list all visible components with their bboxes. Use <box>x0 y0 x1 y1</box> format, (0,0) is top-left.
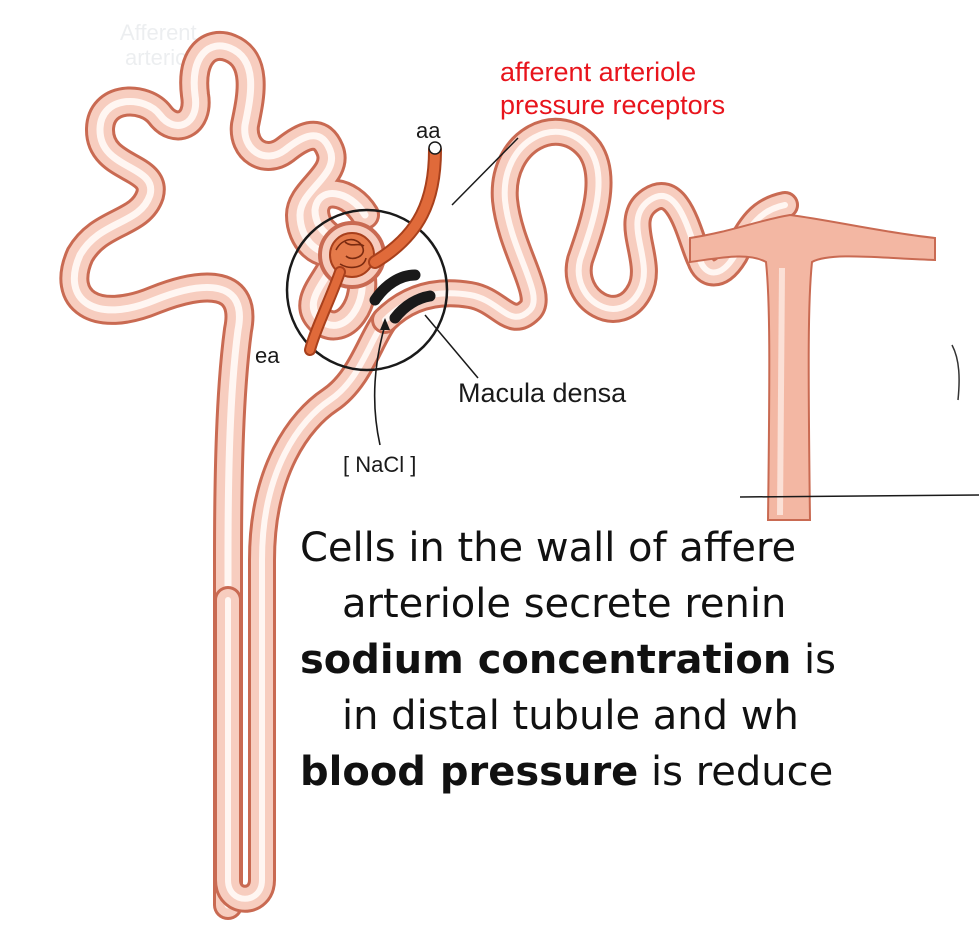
caption-text: Cells in the wall of affere arteriole se… <box>300 520 979 800</box>
label-afferent-arteriole-pressure-receptors: afferent arteriole pressure receptors <box>500 56 725 122</box>
caption-line-5: blood pressure is reduce <box>300 744 979 800</box>
caption-line-5-rest: is reduce <box>638 749 833 795</box>
distal-tubule <box>385 132 785 320</box>
label-macula-densa: Macula densa <box>458 378 626 409</box>
label-red-line-1: afferent arteriole <box>500 56 725 89</box>
background-mark <box>952 345 959 400</box>
caption-line-3-rest: is <box>791 637 836 683</box>
label-nacl: [ NaCl ] <box>343 452 416 478</box>
caption-line-2: arteriole secrete renin <box>300 576 979 632</box>
svg-text:Afferent: Afferent <box>120 20 197 45</box>
label-aa: aa <box>416 118 440 144</box>
caption-line-3: sodium concentration is <box>300 632 979 688</box>
caption-line-1: Cells in the wall of affere <box>300 520 979 576</box>
caption-bold-sodium: sodium concentration <box>300 637 791 683</box>
label-red-line-2: pressure receptors <box>500 89 725 122</box>
caption-line-4: in distal tubule and wh <box>300 688 979 744</box>
label-ea: ea <box>255 343 279 369</box>
caption-bold-blood-pressure: blood pressure <box>300 749 638 795</box>
